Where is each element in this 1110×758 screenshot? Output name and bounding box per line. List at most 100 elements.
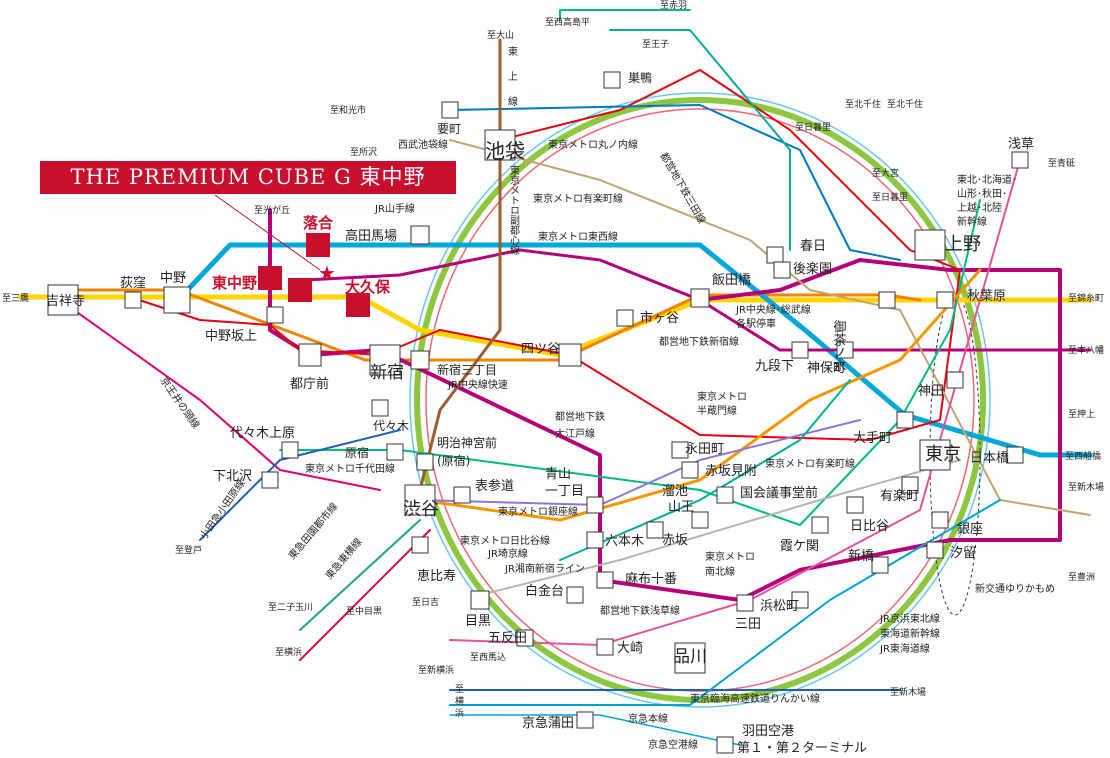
namboku-line (559, 379, 851, 561)
station-marker-shinagawa (674, 642, 706, 674)
fukutoshin-line (418, 38, 502, 492)
station-label-kasumigaseki: 霞ケ関 (780, 539, 819, 554)
destination-tobu4: 線 (508, 95, 518, 108)
station-label-yotsuya: 四ツ谷 (521, 342, 560, 357)
destination-oshiage: 至押上 (1068, 408, 1095, 420)
line-label-rinkai: 東京臨海高速鉄道りんかい線 (690, 692, 820, 705)
station-marker-tamachi (736, 594, 754, 612)
station-marker-jimbocho (836, 341, 854, 359)
line-label-asakusa: 都営地下鉄浅草線 (600, 604, 680, 617)
station-marker-nakano (163, 286, 191, 314)
station-marker-gotanda (516, 629, 534, 647)
line-label-hanzomon: 東京メトロ (697, 390, 747, 403)
station-marker-kasumigaseki (811, 516, 829, 534)
station-label-omotesando: 表参道 (475, 478, 514, 494)
destination-nishimagome: 至西馬込 (470, 652, 506, 663)
station-label-nakanosakaue: 中野坂上 (205, 329, 257, 344)
destination-nakameguro: 至中目黒 (346, 605, 382, 617)
line-label-toyoko: 東急東横線 (322, 535, 364, 582)
line-label-shonan: JR湘南新宿ライン (504, 562, 585, 575)
station-marker-shibuya (404, 484, 436, 516)
destination-nishitakashimadaira: 至西高島平 (545, 16, 590, 28)
station-marker-hamamatsucho (791, 591, 809, 609)
property-station-okubo (346, 293, 370, 317)
keikyu-airport-line (449, 714, 741, 746)
destination-oji: 至王子 (642, 39, 669, 50)
sobu-line (17, 294, 1093, 358)
line-label-seibu: 西武池袋線 (398, 138, 448, 151)
station-marker-yotsuya (558, 343, 582, 367)
station-marker-yoyogi (371, 399, 389, 417)
station-label-shinjuku3: 新宿三丁目 (437, 362, 497, 377)
line-label-hanzomon2: 半蔵門線 (697, 404, 737, 417)
line-label-mita: 都営地下鉄三田線 (657, 150, 708, 226)
station-marker-shimbashi (871, 556, 889, 574)
station-label-nakano: 中野 (160, 271, 186, 286)
line-label-denentoshi: 東急田園都市線 (285, 500, 340, 562)
station-label-gotanda: 五反田 (488, 631, 527, 646)
station-label-tochomae: 都庁前 (290, 376, 329, 392)
station-label-otemachi: 大手町 (853, 431, 892, 446)
toyoko-line (299, 529, 431, 661)
hibiya-line (479, 459, 961, 596)
station-label-kamata: 京急蒲田 (522, 716, 574, 731)
property-station-higashinakano2 (288, 278, 312, 302)
station-marker-hibiya (846, 496, 864, 514)
destination-hikarigaoka: 至光が丘 (254, 204, 290, 216)
banner-pointer-line (214, 194, 321, 271)
line-label-marunouchi: 東京メトロ丸ノ内線 (548, 138, 638, 151)
line-label-fukutoshin: 東京メトロ副都心線 (508, 164, 520, 255)
destination-tobu2: 東 (508, 45, 518, 58)
station-marker-kanamecho (441, 101, 459, 119)
station-label-hibiya: 日比谷 (850, 519, 889, 534)
station-label-korakuen: 後楽園 (793, 261, 832, 277)
station-marker-haneda (716, 736, 734, 754)
chuo-line (68, 288, 922, 362)
station-marker-ebisu (411, 536, 429, 554)
line-label-hibiya: 東京メトロ日比谷線 (460, 534, 550, 547)
line-label-tohoku2: 山形･秋田･ (957, 187, 1007, 200)
station-label-haneda: 羽田空港 (742, 724, 794, 739)
line-label-yurakucho2: 東京メトロ有楽町線 (765, 457, 855, 470)
line-label-namboku2: 南北線 (705, 565, 735, 578)
namboku-oji-line (609, 29, 791, 251)
station-label-shirokanedai: 白金台 (525, 583, 564, 599)
station-marker-akasaka (646, 521, 664, 539)
station-marker-takadanobaba (410, 225, 430, 245)
property-star: ★ (318, 261, 336, 285)
yamanote-line (414, 97, 986, 703)
station-label-shinjuku: 新宿 (370, 363, 404, 383)
station-marker-kasuga (766, 246, 784, 264)
station-marker-tokyo (919, 439, 951, 471)
destination-shinkiba2: 至新木場 (890, 686, 926, 698)
line-label-yamanote: JR山手線 (374, 202, 415, 215)
destination-akabane: 至赤羽 (660, 0, 687, 11)
line-label-yurikamome: 新交通ゆりかもめ (975, 582, 1055, 595)
destination-kitasenju: 至北千住 (845, 98, 881, 110)
destination-yokohama3: 横 (455, 695, 464, 707)
station-marker-omotesando (453, 486, 471, 504)
destination-mitaka: 至三鷹 (2, 292, 29, 304)
station-label-azabujuban: 麻布十番 (625, 572, 677, 587)
line-label-tokaido: JR東海道線 (879, 642, 930, 655)
station-marker-shiodome (926, 541, 944, 559)
line-label-keio: 京王井の頭線 (158, 374, 203, 431)
station-marker-korakuen (773, 261, 791, 279)
odakyu-line (199, 429, 401, 541)
station-marker-nakanosakaue (266, 306, 284, 324)
hanzomon-line (419, 419, 861, 506)
property-banner: THE PREMIUM CUBE G 東中野 (40, 161, 456, 194)
oedo-loop-line (268, 208, 1062, 602)
station-marker-akasakamitsuke (681, 461, 699, 479)
station-label-yoyogi: 代々木 (373, 419, 409, 433)
station-marker-harajuku (386, 443, 404, 461)
line-label-ginza: 東京メトロ銀座線 (498, 505, 578, 518)
line-label-saikyo: JR埼京線 (487, 547, 528, 560)
station-marker-ueno (914, 229, 946, 261)
station-marker-ichigaya (616, 309, 634, 327)
station-marker-shinjuku3 (410, 350, 430, 370)
station-marker-iidabashi (690, 288, 710, 308)
station-marker-kokkai (716, 486, 734, 504)
destination-nippori: 至日暮里 (795, 121, 831, 133)
station-label-tokyo: 東京 (925, 444, 961, 465)
